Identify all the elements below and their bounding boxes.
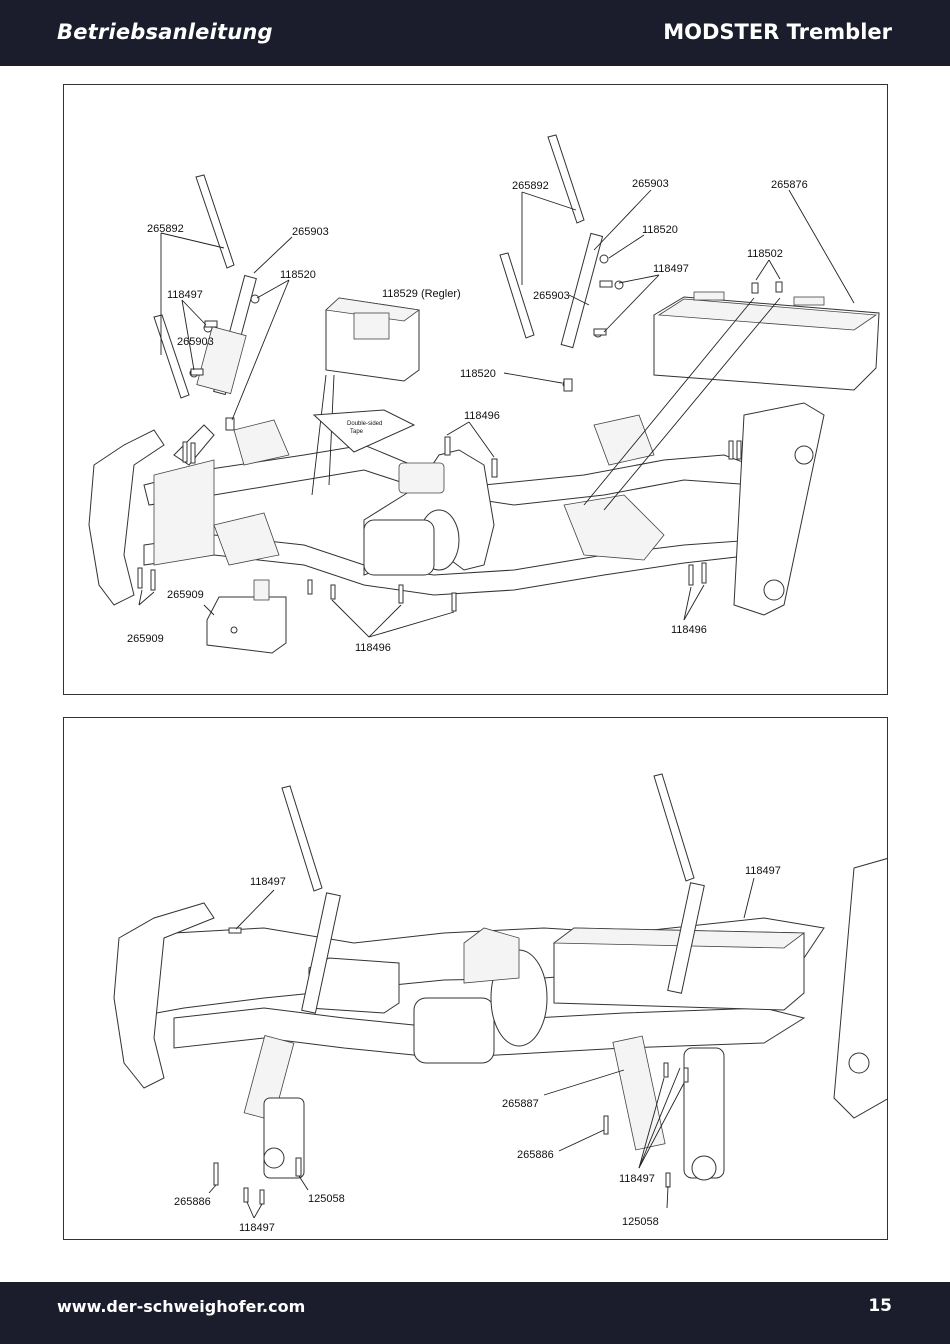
label-265886-left: 265886 xyxy=(174,1196,211,1208)
page-footer: www.der-schweighofer.com 15 xyxy=(0,1282,950,1344)
label-265903-left-bottom: 265903 xyxy=(177,336,214,348)
assembly-diagram-bottom: 118497 118497 265887 265886 118497 12505… xyxy=(63,717,888,1240)
header-title: Betriebsanleitung xyxy=(57,20,273,44)
label-118497-right: 118497 xyxy=(653,263,689,275)
right-link-rods xyxy=(500,135,623,388)
double-sided-tape: Double-sided Tape xyxy=(314,410,414,452)
label-118496-right: 118496 xyxy=(671,624,707,636)
label-265903-right-top: 265903 xyxy=(632,178,669,190)
header-product-name: MODSTER Trembler xyxy=(663,20,892,44)
label-125058-right: 125058 xyxy=(622,1216,659,1228)
label-265886-right: 265886 xyxy=(517,1149,554,1161)
label-265903-left-top: 265903 xyxy=(292,226,329,238)
label-265892-left: 265892 xyxy=(147,223,184,235)
label-265909-bottom: 265909 xyxy=(127,633,164,645)
label-265876: 265876 xyxy=(771,179,808,191)
label-265903-right-bottom: 265903 xyxy=(533,290,570,302)
page-header: Betriebsanleitung MODSTER Trembler xyxy=(0,0,950,66)
label-118520-right-bottom: 118520 xyxy=(460,368,496,380)
label-118520-left: 118520 xyxy=(280,269,316,281)
label-118497-left: 118497 xyxy=(167,289,203,301)
label-265909-servo: 265909 xyxy=(167,589,204,601)
chassis-frame xyxy=(89,403,824,615)
exploded-view-chassis-top: Double-sided Tape xyxy=(64,85,887,694)
exploded-view-chassis-bottom: 118497 118497 265887 265886 118497 12505… xyxy=(64,718,887,1239)
label-118497-left: 118497 xyxy=(250,876,286,888)
label-265892-right: 265892 xyxy=(512,180,549,192)
page-number: 15 xyxy=(868,1296,892,1316)
label-118497-bottom-right: 118497 xyxy=(619,1173,655,1185)
footer-website-link[interactable]: www.der-schweighofer.com xyxy=(57,1297,305,1316)
label-125058-left: 125058 xyxy=(308,1193,345,1205)
left-link-rods xyxy=(154,175,259,427)
label-118497-bottom-left: 118497 xyxy=(239,1222,275,1234)
label-265887: 265887 xyxy=(502,1098,539,1110)
label-118529-regler: 118529 (Regler) xyxy=(382,288,461,300)
label-118496-top: 118496 xyxy=(464,410,500,422)
label-118497-right: 118497 xyxy=(745,865,781,877)
tape-label-line2: Tape xyxy=(350,429,364,435)
chassis-frame-assembled xyxy=(114,774,887,1204)
battery-tray xyxy=(654,292,879,390)
tape-label-line1: Double-sided xyxy=(347,421,382,427)
label-118520-right-top: 118520 xyxy=(642,224,678,236)
label-118496-bottom: 118496 xyxy=(355,642,391,654)
label-118502: 118502 xyxy=(747,248,783,260)
servo-unit xyxy=(207,580,286,653)
assembly-diagram-top: Double-sided Tape xyxy=(63,84,888,695)
